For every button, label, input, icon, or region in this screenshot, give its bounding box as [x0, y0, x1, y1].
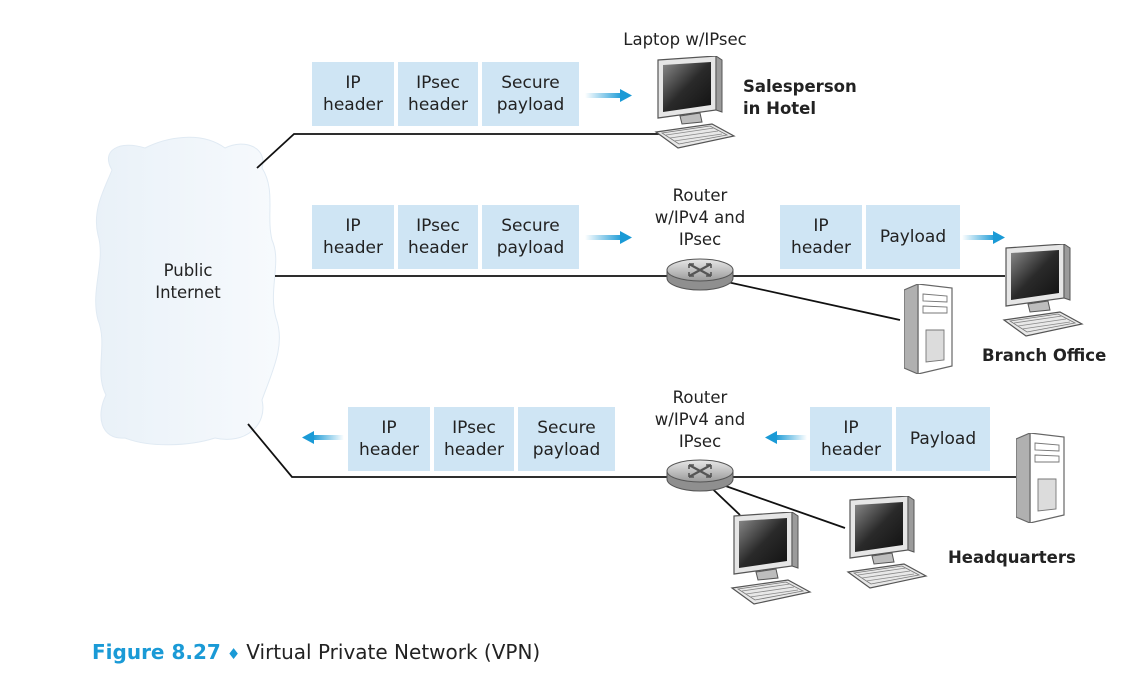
ipsec-header-cell: IPsec header: [398, 62, 478, 126]
ipsec-header-cell: IPsec header: [398, 205, 478, 269]
branch-site-label: Branch Office: [982, 346, 1107, 365]
packet-hotel: IP header IPsec header Secure payload: [312, 62, 579, 126]
packet-branch-secure: IP header IPsec header Secure payload: [312, 205, 579, 269]
server-icon: [904, 284, 953, 374]
laptop-icon: [655, 56, 735, 149]
computer-icon: [1003, 244, 1083, 337]
router-icon: [665, 459, 735, 493]
payload-cell: Payload: [866, 205, 960, 269]
link-hotel: [256, 133, 665, 169]
secure-payload-cell: Secure payload: [518, 407, 615, 471]
hq-site-label: Headquarters: [948, 548, 1076, 567]
flow-arrows: [302, 89, 1005, 444]
link-branch-server: [699, 275, 901, 321]
ipsec-header-cell: IPsec header: [434, 407, 514, 471]
hotel-site-label: Salesperson in Hotel: [743, 77, 857, 118]
internet-cloud: [95, 136, 280, 446]
caption-separator: ♦: [226, 645, 241, 663]
link-hq: [247, 423, 1025, 478]
laptop-label: Laptop w/IPsec: [623, 30, 747, 49]
ip-header-cell: IP header: [780, 205, 862, 269]
server-icon: [1016, 433, 1065, 523]
packet-hq-secure: IP header IPsec header Secure payload: [348, 407, 615, 471]
computer-icon: [847, 496, 927, 589]
packet-hq-plain: IP header Payload: [810, 407, 990, 471]
hq-router-label: Router w/IPv4 and IPsec: [654, 388, 746, 451]
secure-payload-cell: Secure payload: [482, 205, 579, 269]
internet-label: Public Internet: [155, 261, 221, 302]
ip-header-cell: IP header: [312, 62, 394, 126]
packet-branch-plain: IP header Payload: [780, 205, 960, 269]
branch-router-label: Router w/IPv4 and IPsec: [654, 186, 746, 249]
payload-cell: Payload: [896, 407, 990, 471]
network-links: [247, 133, 1025, 529]
ip-header-cell: IP header: [348, 407, 430, 471]
ip-header-cell: IP header: [312, 205, 394, 269]
computer-icon: [731, 512, 811, 605]
figure-caption: Figure 8.27 ♦ Virtual Private Network (VPN…: [92, 640, 540, 664]
caption-text: Virtual Private Network (VPN): [246, 640, 541, 664]
ip-header-cell: IP header: [810, 407, 892, 471]
router-icon: [665, 258, 735, 292]
secure-payload-cell: Secure payload: [482, 62, 579, 126]
figure-number: Figure 8.27: [92, 640, 221, 664]
